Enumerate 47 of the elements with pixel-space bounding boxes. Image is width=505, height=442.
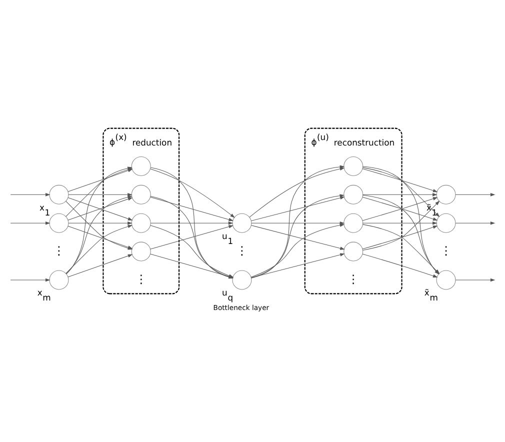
arrow	[362, 193, 438, 196]
arrow	[150, 196, 234, 222]
label: ⋮	[440, 243, 452, 258]
arrow	[250, 224, 345, 278]
arrow	[68, 254, 133, 278]
arrow	[362, 200, 440, 250]
arrow	[68, 197, 133, 220]
arrow	[251, 165, 345, 278]
node-circle	[344, 242, 364, 262]
node-circle	[344, 156, 364, 176]
arrow	[150, 225, 234, 250]
node-circle	[49, 270, 69, 290]
arrow	[10, 278, 50, 282]
arrow	[455, 221, 496, 225]
node-circle	[131, 242, 151, 262]
node-circle	[131, 213, 151, 233]
node-circle	[344, 184, 364, 204]
arrow	[362, 221, 438, 225]
arrow	[362, 254, 438, 278]
arrow	[68, 193, 132, 196]
arrow	[251, 221, 345, 225]
label: ⋮	[348, 272, 360, 286]
arrow	[251, 253, 345, 278]
node-circle	[49, 184, 69, 204]
arrow	[251, 196, 345, 222]
label: ⋮	[135, 272, 147, 286]
label: ⋮	[53, 243, 65, 258]
arrow	[68, 221, 132, 225]
arrow	[362, 168, 438, 192]
arrow	[249, 167, 345, 218]
arrow	[250, 194, 344, 278]
arrow	[455, 193, 496, 196]
arrow	[150, 168, 235, 218]
node-circle	[232, 213, 252, 233]
arrow	[10, 193, 50, 196]
arrow	[455, 278, 496, 282]
node-circle	[49, 213, 69, 233]
arrow	[150, 221, 234, 225]
arrow	[10, 221, 50, 225]
node-circle	[131, 156, 151, 176]
arrow	[362, 226, 438, 250]
arrow	[251, 225, 345, 250]
node-circle	[344, 213, 364, 233]
node-circle	[131, 184, 151, 204]
arrow	[362, 167, 440, 218]
node-circle	[232, 270, 252, 290]
label: ⋮	[236, 243, 248, 258]
